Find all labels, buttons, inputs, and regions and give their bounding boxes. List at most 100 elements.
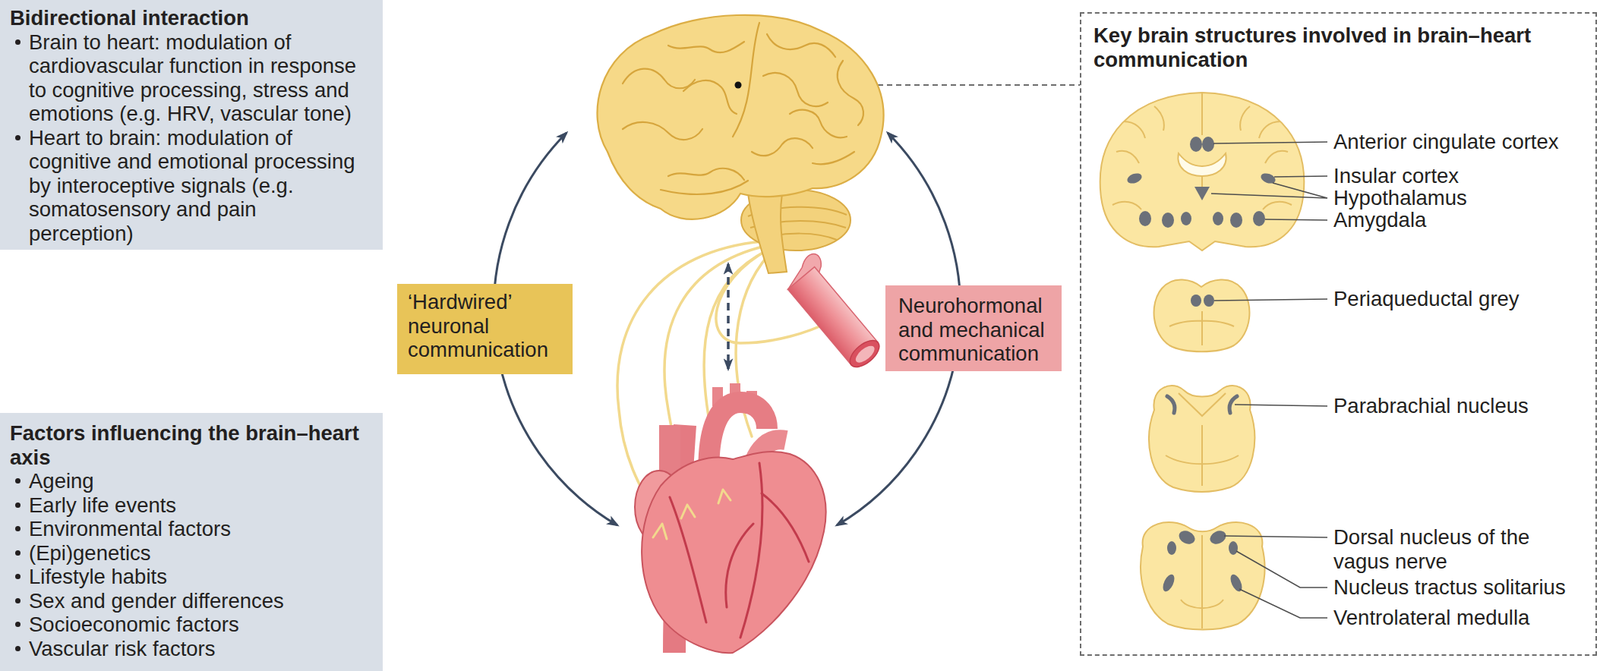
bullet-text: Socioeconomic factors bbox=[28, 612, 374, 638]
box-text: ‘Hardwired’ neuronal communication bbox=[407, 290, 565, 363]
bullet-text: Brain to heart: modulation of cardiovasc… bbox=[28, 30, 361, 127]
amygdala-mark bbox=[1252, 211, 1266, 227]
amygdala-mark bbox=[1161, 212, 1174, 228]
gyrus-line bbox=[668, 41, 745, 53]
gyrus-line bbox=[763, 72, 828, 107]
pons-section bbox=[1148, 385, 1255, 493]
text-row: Factors influencing the brain–heart axis bbox=[9, 421, 374, 470]
coronary-artery bbox=[761, 493, 809, 562]
bullet-item: Sex and gender differences bbox=[9, 589, 374, 614]
section-detail bbox=[1165, 393, 1239, 486]
coronary-artery bbox=[740, 463, 763, 638]
pathway-box: Neurohormonal and mechanical communicati… bbox=[885, 285, 1062, 372]
structure-label: Parabrachial nucleus bbox=[1333, 394, 1529, 419]
bullet-item: Vascular risk factors bbox=[9, 637, 374, 662]
cerebrum bbox=[597, 15, 884, 220]
brainstem bbox=[747, 193, 787, 274]
artery-opening bbox=[845, 335, 884, 373]
bullet-text: Lifestyle habits bbox=[28, 564, 374, 590]
gyrus-line bbox=[837, 60, 864, 126]
artery-lumen bbox=[852, 343, 878, 367]
coronary-artery bbox=[725, 523, 754, 608]
leader-line bbox=[1234, 404, 1328, 407]
brain-sections bbox=[1100, 92, 1305, 631]
bullet-dot bbox=[15, 574, 21, 580]
bullet-item: Environmental factors bbox=[9, 517, 374, 542]
brain-illustration bbox=[597, 15, 884, 274]
bullet-item: (Epi)genetics bbox=[9, 541, 374, 566]
bullet-dot bbox=[15, 621, 21, 628]
text-row: Neurohormonal and mechanical communicati… bbox=[898, 293, 1056, 367]
structure-label: Hypothalamus bbox=[1333, 186, 1468, 211]
text-row: Key brain structures involved in brain–h… bbox=[1093, 23, 1578, 72]
structure-label: Nucleus tractus solitarius bbox=[1333, 575, 1566, 600]
bullet-text: (Epi)genetics bbox=[28, 541, 374, 566]
bullet-dot bbox=[15, 598, 21, 604]
pathway-box: ‘Hardwired’ neuronal communication bbox=[397, 284, 573, 375]
structure-label: Periaqueductal grey bbox=[1333, 287, 1520, 312]
anterior-cingulate-mark bbox=[1202, 136, 1215, 152]
gyrus-line bbox=[668, 168, 745, 180]
bullet-item: Ageing bbox=[9, 469, 374, 494]
gyrus-line bbox=[812, 151, 855, 165]
structure-label: Dorsal nucleus of the vagus nerve bbox=[1333, 525, 1562, 574]
periaqueductal-mark bbox=[1190, 294, 1202, 307]
section-outline bbox=[1140, 522, 1265, 630]
heading-text: Key brain structures involved in brain–h… bbox=[1093, 23, 1578, 72]
periaqueductal-mark bbox=[1203, 294, 1215, 307]
central-sulcus bbox=[732, 22, 760, 137]
structure-label: Insular cortex bbox=[1333, 164, 1459, 189]
leader-line bbox=[1265, 219, 1328, 221]
leader-line bbox=[1213, 142, 1328, 144]
solitarius-mark bbox=[1167, 541, 1177, 556]
gyrus-line bbox=[766, 34, 836, 57]
heart-illustration bbox=[634, 383, 827, 654]
section-detail bbox=[1169, 311, 1234, 346]
leader-line bbox=[1274, 176, 1328, 177]
ventrolateral-mark bbox=[1160, 573, 1177, 594]
amygdala-mark bbox=[1139, 211, 1152, 227]
bullet-item: Socioeconomic factors bbox=[9, 612, 374, 638]
bullet-item: Early life events bbox=[9, 493, 374, 518]
bullet-dot bbox=[15, 646, 21, 652]
amygdala-mark bbox=[1180, 211, 1192, 226]
vagus-nucleus-mark bbox=[1208, 528, 1229, 547]
hypothalamus-mark bbox=[1194, 186, 1210, 201]
bullet-text: Vascular risk factors bbox=[28, 637, 374, 662]
bullet-text: Early life events bbox=[28, 493, 374, 518]
bullet-text: Sex and gender differences bbox=[28, 589, 374, 614]
structure-label: Ventrolateral medulla bbox=[1333, 605, 1530, 631]
third-ventricle bbox=[1201, 176, 1203, 187]
heading-text: Factors influencing the brain–heart axis bbox=[9, 421, 374, 470]
lateral-sulcus bbox=[660, 180, 748, 195]
bullet-dot bbox=[15, 478, 21, 484]
heading-text: Bidirectional interaction bbox=[9, 6, 376, 31]
bullet-dot bbox=[15, 550, 21, 556]
bullet-text: Ageing bbox=[28, 469, 374, 494]
lateral-ventricle bbox=[1177, 153, 1226, 177]
section-outline bbox=[1148, 385, 1255, 493]
medulla-section bbox=[1140, 522, 1265, 630]
gyrus-line bbox=[751, 138, 813, 156]
gyrus-line bbox=[622, 69, 695, 89]
gyrus-line bbox=[789, 110, 847, 139]
solitarius-mark bbox=[1228, 541, 1238, 556]
vagus-nucleus-mark bbox=[1177, 528, 1198, 547]
artery-wall bbox=[787, 267, 878, 366]
dashed-double-arrow bbox=[726, 264, 730, 370]
parabrachial-mark bbox=[1167, 396, 1175, 414]
leader-line bbox=[1214, 299, 1328, 301]
coronary-artery bbox=[669, 497, 707, 623]
bullet-dot bbox=[15, 135, 21, 141]
leader-line bbox=[1236, 551, 1328, 588]
box-text: Neurohormonal and mechanical communicati… bbox=[898, 293, 1056, 367]
structure-leaders bbox=[1211, 142, 1328, 619]
nerve-endings bbox=[653, 489, 731, 540]
bullet-dot bbox=[15, 39, 21, 45]
insular-mark bbox=[1126, 171, 1144, 186]
text-row: ‘Hardwired’ neuronal communication bbox=[407, 290, 565, 363]
leader-line bbox=[1211, 183, 1328, 199]
section-detail bbox=[1180, 535, 1224, 629]
artery-illustration bbox=[779, 251, 892, 373]
